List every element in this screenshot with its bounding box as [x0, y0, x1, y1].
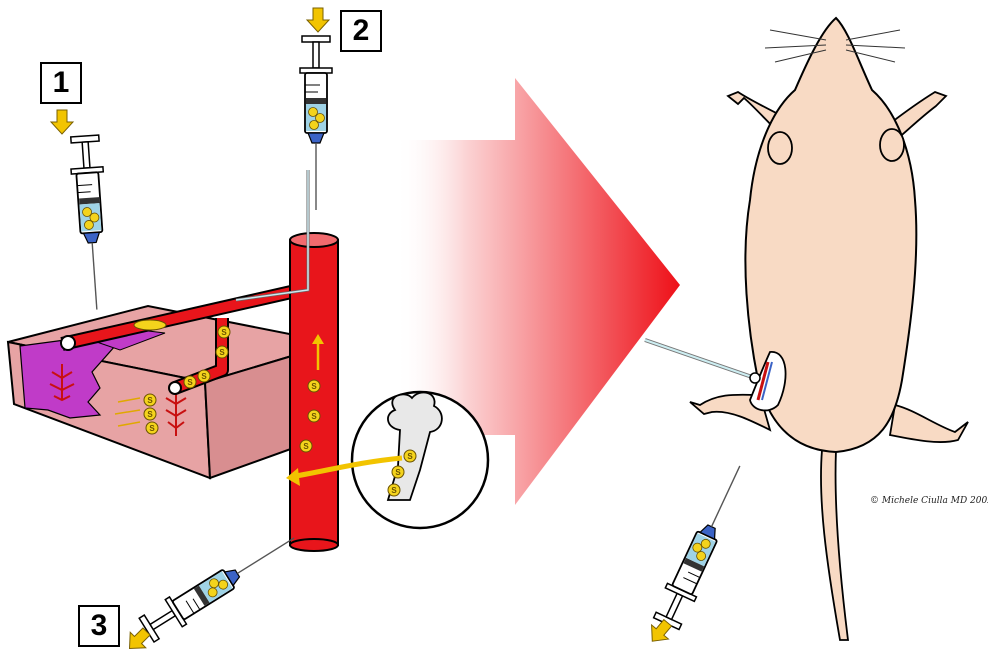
cell-symbol: S [391, 486, 397, 495]
cell-symbol: S [221, 328, 227, 337]
cell-symbol: S [311, 412, 317, 421]
syringe-icon [652, 459, 755, 630]
cell-symbol: S [311, 382, 317, 391]
step-2-label: 2 [340, 10, 382, 52]
cell-symbol: S [147, 410, 153, 419]
cell-symbol: S [219, 348, 225, 357]
cell-symbol: S [147, 396, 153, 405]
artist-signature: © Michele Ciulla MD 2002 [870, 496, 988, 506]
step-1-label: 1 [40, 62, 82, 104]
cell-symbol: S [407, 452, 413, 461]
cell-symbol: S [201, 372, 207, 381]
step-3-label: 3 [78, 605, 120, 647]
push-arrow-icon [307, 8, 329, 32]
cell-symbol: S [187, 378, 193, 387]
cell-symbol: S [303, 442, 309, 451]
push-arrow-icon [51, 110, 73, 134]
cell-symbol: S [395, 468, 401, 477]
syringe-icon [300, 36, 332, 210]
cell-symbol: S [149, 424, 155, 433]
syringe-icon [69, 135, 113, 311]
syringe-icon [138, 524, 303, 643]
